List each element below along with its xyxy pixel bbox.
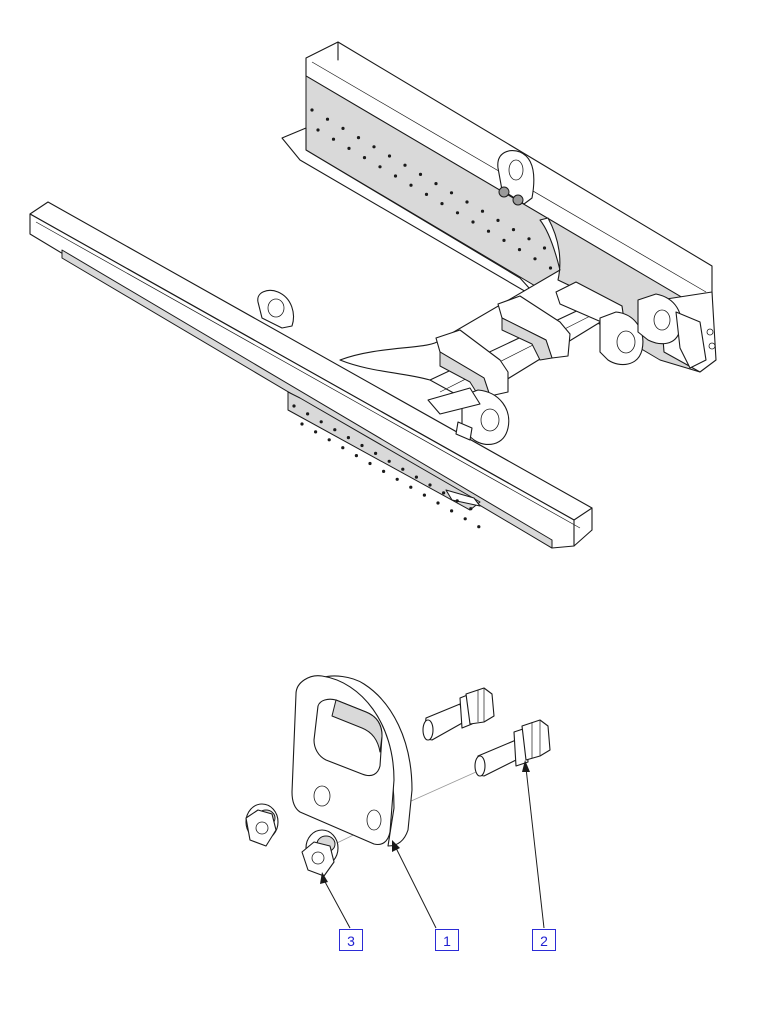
rivet-hole [331,137,336,141]
rivet-hole [368,461,372,466]
rivet-hole [424,192,429,196]
rivet-hole [465,200,469,204]
rivet-hole [374,451,378,455]
rivet-hole [463,517,467,521]
leader-item-2 [525,767,545,929]
rivet-hole [409,183,413,187]
rivet-hole [333,428,337,432]
rivet-hole [292,404,296,408]
rivet-hole [455,211,460,215]
rivet-hole [471,220,475,224]
rivet-hole [325,117,330,121]
rivet-hole [502,238,506,242]
rivet-hole [356,136,361,140]
rivet-hole [319,420,323,424]
rivet-hole [527,237,531,241]
rivet-hole [496,218,500,222]
arrowhead-item-3 [320,872,328,884]
rivet-hole [360,443,364,448]
rivet-hole [533,257,537,261]
rivet-hole [469,507,473,511]
rivet-hole [300,422,304,426]
rivet-hole [314,430,318,434]
rivet-hole [372,145,376,149]
callout-item-3: 3 [339,929,363,951]
rivet-hole [378,165,382,169]
callout-item-2: 2 [532,929,556,951]
rivet-hole [477,525,481,529]
rivet-hole [316,128,320,132]
rivet-hole [393,174,398,178]
rivet-hole [422,493,426,497]
leader-lines [320,760,545,929]
lower-bracket-detail [427,387,481,507]
tow-eye-assembled-far [497,150,535,206]
rivet-hole [548,266,553,270]
assembly-axis-upper [399,771,477,807]
rivet-hole [310,108,314,112]
rivet-hole [346,436,350,440]
rivet-hole [511,228,516,232]
rivet-hole [341,126,345,130]
callout-item-1: 1 [435,929,459,951]
rivet-hole [387,459,391,463]
rivet-hole [354,454,358,458]
frame-assembly-view [29,41,717,549]
rivet-hole [542,246,547,250]
rivet-hole [403,163,407,167]
rivet-hole [362,156,367,160]
rivet-hole [449,191,454,195]
flange-bolt-upper [422,687,495,741]
tow-eye-assembled-near [257,289,295,329]
near-frame-rail [29,201,593,549]
flange-nut-front [301,829,339,877]
rivet-hole [450,509,454,513]
rivet-hole [428,483,432,487]
exploded-tow-eye-view [245,675,551,929]
flange-bolt-lower [474,719,551,777]
rivet-hole [414,475,418,479]
rivet-hole [455,499,459,503]
rivet-hole [327,438,331,442]
rivet-hole [306,412,310,416]
flange-nut-rear [245,803,279,847]
rivet-hole [401,467,405,471]
rivet-hole [434,182,438,186]
arrowhead-item-2 [522,760,530,772]
far-rail-hole-row [310,108,553,270]
near-rail-hole-row [292,404,481,529]
arrowhead-item-1 [392,840,400,852]
rivet-hole [480,209,485,213]
rivet-hole [517,248,522,252]
crossmember-brackets [435,281,625,399]
rivet-hole [442,491,446,495]
rivet-hole [395,477,399,481]
rivet-hole [341,446,345,450]
rivet-hole [347,146,351,150]
tow-eye-plate [291,675,413,847]
rivet-hole [409,485,413,489]
rivet-hole [387,154,392,158]
leader-item-1 [395,847,437,929]
rivet-hole [486,229,491,233]
rivet-hole [440,202,444,206]
rivet-hole [418,172,423,176]
leader-item-3 [323,879,351,929]
rivet-hole [436,501,440,505]
clevis-plates [461,293,716,446]
rivet-hole [382,469,386,473]
